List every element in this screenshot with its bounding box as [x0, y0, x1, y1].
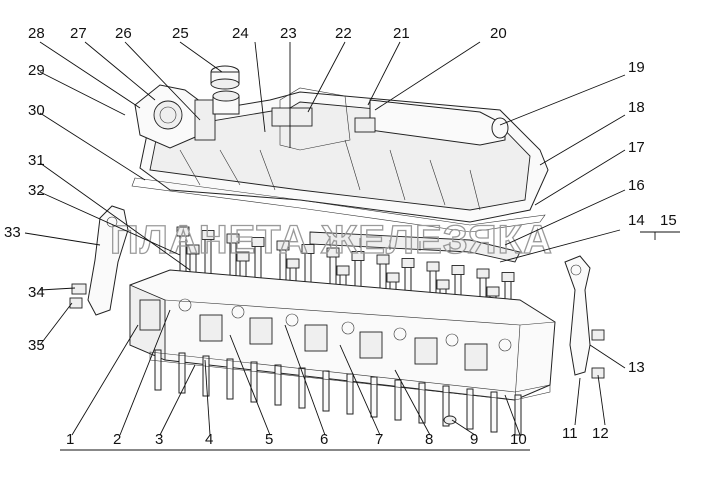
bolt-head	[336, 265, 350, 276]
callout-28: 28	[28, 25, 45, 42]
bolt-head	[436, 279, 450, 290]
callout-32: 32	[28, 182, 45, 199]
lower-stud	[418, 382, 426, 424]
callout-6: 6	[320, 431, 328, 448]
lower-stud	[322, 370, 330, 412]
callout-9: 9	[470, 431, 478, 448]
callout-29: 29	[28, 62, 45, 79]
callout-5: 5	[265, 431, 273, 448]
callout-8: 8	[425, 431, 433, 448]
lifting-bracket-left	[69, 205, 129, 316]
callout-19: 19	[628, 59, 645, 76]
callout-labels: 28 27 26 25 24 23 22 21 20 29 30 19 18 1…	[4, 25, 677, 448]
bolt-head	[201, 230, 215, 240]
callout-31: 31	[28, 152, 45, 169]
lower-stud	[490, 391, 498, 433]
callout-27: 27	[70, 25, 87, 42]
bolt-head	[476, 268, 490, 279]
bolt-head	[451, 265, 465, 275]
lower-stud	[370, 376, 378, 418]
callout-14: 14	[628, 212, 645, 229]
callout-20: 20	[490, 25, 507, 42]
lower-stud	[514, 394, 522, 436]
callout-1: 1	[66, 431, 74, 448]
bolt-head	[401, 258, 415, 268]
thermostat-housing	[134, 84, 216, 149]
leader-lines	[24, 41, 680, 451]
callout-24: 24	[232, 25, 249, 42]
callout-13: 13	[628, 359, 645, 376]
callout-7: 7	[375, 431, 383, 448]
watermark-text: ПЛАНЕТА ЖЕЛЕЗЯКА	[110, 218, 553, 262]
bolt-head	[351, 251, 365, 261]
callout-2: 2	[113, 431, 121, 448]
bolt-head	[186, 244, 200, 255]
callout-10: 10	[510, 431, 527, 448]
lifting-bracket-right	[564, 255, 605, 379]
callout-16: 16	[628, 177, 645, 194]
lower-stud	[274, 364, 282, 406]
bolt-head	[286, 258, 300, 269]
callout-18: 18	[628, 99, 645, 116]
callout-11: 11	[562, 425, 578, 442]
bolt-head	[486, 286, 500, 297]
bolt-head	[501, 272, 515, 282]
callout-34: 34	[28, 284, 45, 301]
bolt-head	[236, 251, 250, 262]
bolt-head	[226, 233, 240, 244]
small-nut	[443, 415, 457, 425]
callout-35: 35	[28, 337, 45, 354]
lower-stud	[346, 373, 354, 415]
callout-30: 30	[28, 102, 45, 119]
cover-gasket	[131, 177, 546, 233]
lower-stud	[466, 388, 474, 430]
callout-22: 22	[335, 25, 352, 42]
callout-12: 12	[592, 425, 609, 442]
cylinder-head	[129, 269, 556, 401]
bolt-head	[426, 261, 440, 272]
lower-studs	[154, 349, 522, 436]
callout-4: 4	[205, 431, 213, 448]
bolt-head	[251, 237, 265, 247]
callout-25: 25	[172, 25, 189, 42]
bolt-head	[386, 272, 400, 283]
lower-stud	[178, 352, 186, 394]
callout-15: 15	[660, 212, 677, 229]
bolt-head	[276, 240, 290, 251]
lower-stud	[442, 385, 450, 427]
lower-stud	[226, 358, 234, 400]
valve-cover	[139, 87, 549, 223]
intake-gasket	[309, 231, 521, 263]
bolt-head	[376, 254, 390, 265]
lower-stud	[298, 367, 306, 409]
callout-33: 33	[4, 224, 21, 241]
callout-26: 26	[115, 25, 132, 42]
bolt-head	[326, 247, 340, 258]
callout-23: 23	[280, 25, 297, 42]
bolt-head	[301, 244, 315, 254]
callout-3: 3	[155, 431, 163, 448]
bolt-head	[176, 226, 190, 237]
filler-cap	[210, 65, 240, 115]
callout-17: 17	[628, 139, 645, 156]
lower-stud	[250, 361, 258, 403]
lower-stud	[394, 379, 402, 421]
callout-21: 21	[393, 25, 410, 42]
lower-stud	[154, 349, 162, 391]
